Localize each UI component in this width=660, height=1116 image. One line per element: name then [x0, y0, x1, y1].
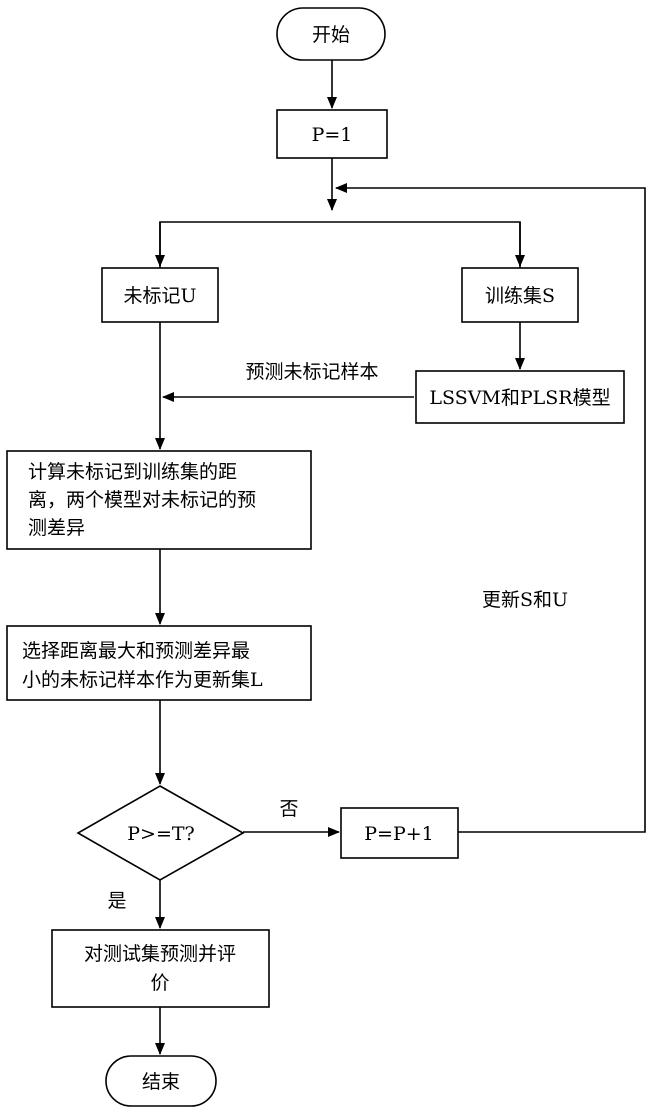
- init-node: P=1: [277, 110, 387, 158]
- start-node: 开始: [277, 8, 385, 60]
- unlabeled-node: 未标记U: [102, 268, 218, 322]
- compute-label-line-1: 计算未标记到训练集的距: [28, 461, 237, 483]
- no-label: 否: [279, 798, 298, 820]
- select-node: 选择距离最大和预测差异最 小的未标记样本作为更新集L: [7, 626, 311, 700]
- increment-label: P=P+1: [364, 823, 434, 845]
- increment-node: P=P+1: [341, 808, 458, 858]
- evaluate-label-line-1: 对测试集预测并评: [84, 943, 236, 965]
- yes-label: 是: [107, 890, 126, 912]
- start-label: 开始: [312, 24, 350, 46]
- unlabeled-label: 未标记U: [123, 285, 196, 307]
- training-set-label: 训练集S: [485, 285, 555, 307]
- compute-label-line-3: 测差异: [28, 517, 85, 539]
- evaluate-label-line-2: 价: [150, 972, 169, 994]
- select-label-line-2: 小的未标记样本作为更新集L: [22, 669, 263, 691]
- end-label: 结束: [142, 1071, 180, 1093]
- models-label: LSSVM和PLSR模型: [429, 387, 610, 409]
- edge-split-bar: [160, 222, 520, 268]
- select-label-line-1: 选择距离最大和预测差异最: [22, 640, 250, 662]
- decision-label: P>=T?: [127, 823, 194, 845]
- evaluate-node: 对测试集预测并评 价: [52, 930, 269, 1007]
- end-node: 结束: [106, 1056, 216, 1106]
- predict-unlabeled-label: 预测未标记样本: [245, 361, 378, 383]
- compute-label-line-2: 离，两个模型对未标记的预: [28, 489, 256, 511]
- training-set-node: 训练集S: [462, 268, 578, 322]
- edges: [160, 60, 645, 1054]
- update-label: 更新S和U: [482, 589, 568, 611]
- init-label: P=1: [312, 124, 353, 146]
- models-node: LSSVM和PLSR模型: [416, 371, 624, 423]
- decision-node: P>=T?: [78, 786, 243, 880]
- compute-node: 计算未标记到训练集的距 离，两个模型对未标记的预 测差异: [7, 451, 311, 549]
